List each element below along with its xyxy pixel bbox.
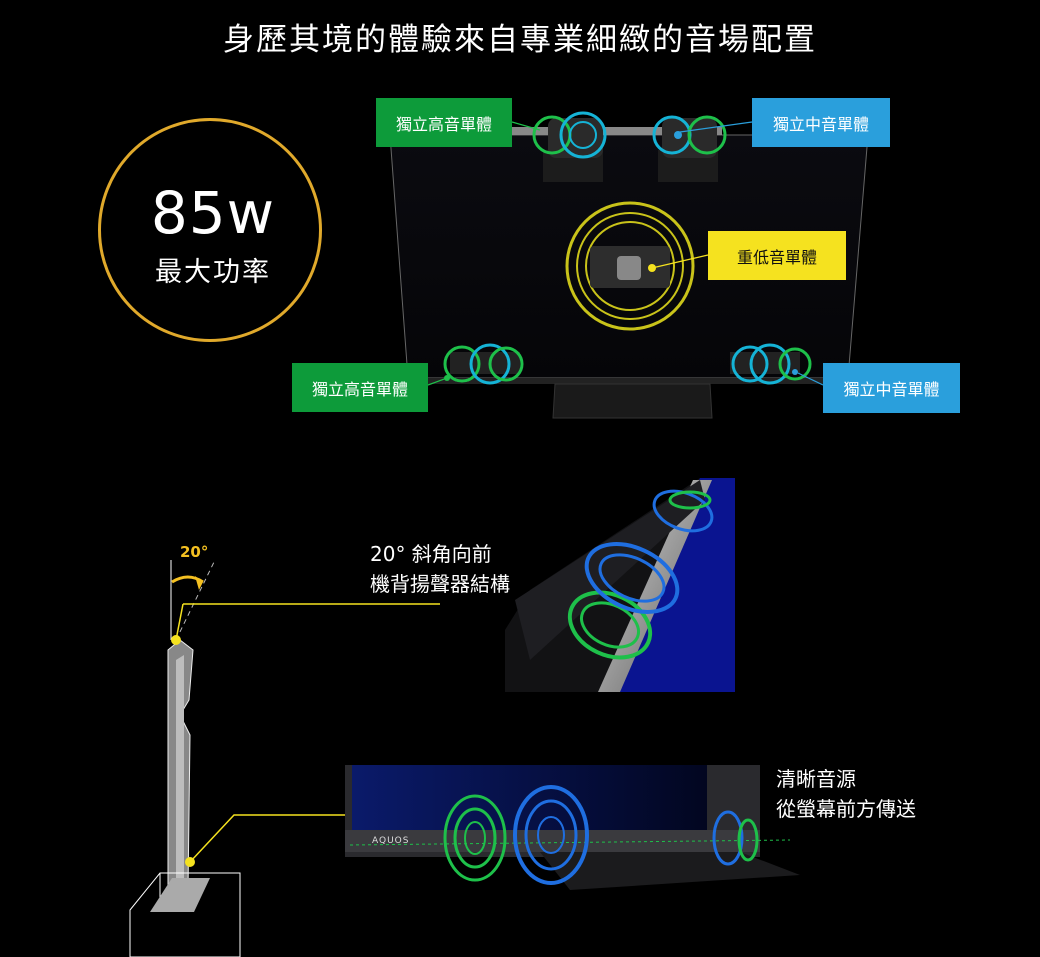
tag-mid-top: 獨立中音單體 [752,98,890,147]
power-label: 最大功率 [155,257,271,288]
page-title: 身歷其境的體驗來自專業細緻的音場配置 [223,22,817,58]
front-caption: 清晰音源 從螢幕前方傳送 [776,764,916,824]
angle-caption-line1: 20° 斜角向前 [370,542,492,566]
front-caption-line1: 清晰音源 [776,767,856,791]
top-tweeter-rings [532,111,727,159]
tag-tweeter-top: 獨立高音單體 [376,98,512,147]
bottom-speaker-rings [443,343,812,385]
tag-subwoofer: 重低音單體 [708,231,846,280]
subwoofer-unit [565,201,695,331]
rear-speaker-closeup [505,478,735,692]
brand-logo: AQUOS [372,836,410,846]
tag-mid-bottom: 獨立中音單體 [823,363,960,413]
angle-degree: 20° [180,543,209,561]
front-speaker-closeup [345,765,800,890]
angle-caption-line2: 機背揚聲器結構 [370,572,510,596]
label-connectors [427,121,824,386]
power-value: 85w [150,179,276,247]
angle-caption: 20° 斜角向前 機背揚聲器結構 [370,539,510,599]
tag-tweeter-bottom: 獨立高音單體 [292,363,428,412]
power-ring [98,118,322,342]
front-caption-line2: 從螢幕前方傳送 [776,797,916,821]
side-profile-diagram [129,559,440,957]
